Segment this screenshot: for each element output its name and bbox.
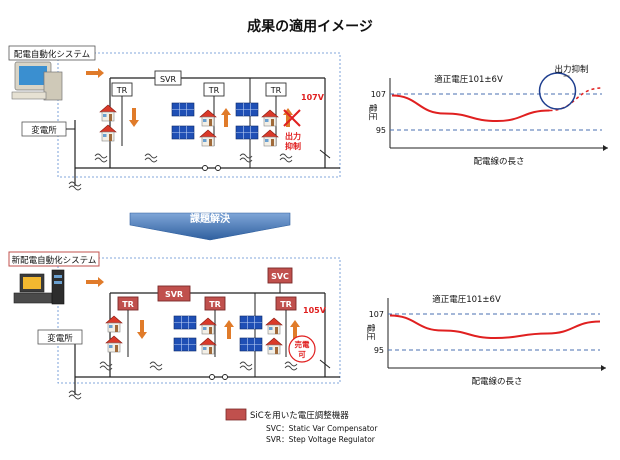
up-arrow-icon xyxy=(290,320,300,339)
top-tr-2-label: TR xyxy=(208,86,220,95)
house-icon xyxy=(199,337,217,355)
bottom-sell-label-2: 可 xyxy=(298,350,306,359)
bottom-svc-box xyxy=(267,267,293,284)
tick-label-107: 107 xyxy=(369,310,384,319)
house-icon xyxy=(265,337,283,355)
y-axis-label: 電圧 xyxy=(365,323,375,341)
control-console-icon xyxy=(13,269,65,305)
bottom-tr-2-label: TR xyxy=(209,300,221,309)
house-icon xyxy=(105,335,123,353)
legend-svc-def: SVC：Static Var Compensator xyxy=(266,424,378,433)
bottom-svr-box xyxy=(157,285,191,302)
top-tr-3-label: TR xyxy=(270,86,282,95)
top-svr-label: SVR xyxy=(160,75,177,84)
solar-panel-icon xyxy=(173,337,197,352)
switch-icon xyxy=(202,165,221,171)
solar-panel-icon xyxy=(171,125,195,140)
solution-arrow-label: 課題解決 xyxy=(190,212,231,225)
top-signal-arrow xyxy=(86,68,104,78)
insulator-icon xyxy=(94,153,108,163)
bottom-tr-1-label: TR xyxy=(122,300,134,309)
bottom-sell-label-1: 売電 xyxy=(295,339,310,349)
chart-title: 適正電圧101±6V xyxy=(434,74,503,85)
solution-arrow: 課題解決 xyxy=(129,212,291,241)
house-icon xyxy=(99,104,117,122)
switch-icon xyxy=(319,359,331,369)
top-system-label: 配電自動化システム xyxy=(14,49,90,60)
sell-ok-badge xyxy=(288,335,316,363)
tick-label-95: 95 xyxy=(376,126,386,135)
insulator-icon xyxy=(284,361,298,371)
bottom-signal-arrow xyxy=(86,277,104,287)
annotation-label: 出力抑制 xyxy=(554,64,588,75)
insulator-icon xyxy=(149,361,163,371)
y-axis-label: 電圧 xyxy=(367,103,377,121)
top-voltage-note: 107V xyxy=(301,93,325,102)
switch-icon xyxy=(319,149,331,159)
voltage-curve xyxy=(391,94,550,123)
bottom-diagram: 新配電自動化システム 変電所 SVR SVC TR TR TR xyxy=(8,251,341,400)
insulator-icon xyxy=(144,153,158,163)
house-icon xyxy=(265,317,283,335)
top-suppress-label-1: 出力 xyxy=(285,131,301,141)
top-system-box xyxy=(8,45,96,61)
top-suppress-label-2: 抑制 xyxy=(285,141,301,151)
up-arrow-icon xyxy=(221,108,231,127)
top-comm-boundary xyxy=(57,52,341,178)
bottom-comm-boundary xyxy=(57,257,341,384)
solar-panel-icon xyxy=(239,315,263,330)
top-tr-1-label: TR xyxy=(116,86,128,95)
solar-panel-icon xyxy=(173,315,197,330)
chart-title: 適正電圧101±6V xyxy=(432,294,501,305)
bottom-svr-label: SVR xyxy=(165,290,183,299)
x-axis-arrowhead-icon xyxy=(601,365,606,371)
legend-svr-def: SVR：Step Voltage Regulator xyxy=(266,435,376,444)
top-diagram: 配電自動化システム 変電所 SVR TR TR TR xyxy=(8,45,341,191)
house-icon xyxy=(105,315,123,333)
x-axis-label: 配電線の長さ xyxy=(471,376,522,387)
bottom-system-label: 新配電自動化システム xyxy=(12,255,97,266)
house-icon xyxy=(199,317,217,335)
tick-label-95: 95 xyxy=(374,346,384,355)
x-axis-arrowhead-icon xyxy=(603,145,608,151)
switch-icon xyxy=(209,374,228,380)
x-axis-label: 配電線の長さ xyxy=(473,156,524,167)
computer-icon xyxy=(11,61,63,101)
solar-panel-icon xyxy=(235,125,259,140)
bottom-system-box xyxy=(8,251,100,267)
tick-label-107: 107 xyxy=(371,90,386,99)
legend-sic-label: SiCを用いた電圧調整機器 xyxy=(250,410,349,421)
solar-panel-icon xyxy=(235,102,259,117)
solar-panel-icon xyxy=(171,102,195,117)
page-title: 成果の適用イメージ xyxy=(247,18,373,35)
bottom-substation-box xyxy=(37,329,83,345)
bottom-substation-label: 変電所 xyxy=(47,333,73,344)
legend: SiCを用いた電圧調整機器 SVC：Static Var Compensator… xyxy=(225,408,378,444)
voltage-curve xyxy=(389,314,601,340)
voltage-curve-exceed xyxy=(549,87,603,112)
house-icon xyxy=(99,124,117,142)
solar-panel-icon xyxy=(239,337,263,352)
top-svr-box xyxy=(154,70,182,86)
up-arrow-icon xyxy=(224,320,234,339)
insulator-icon xyxy=(239,361,253,371)
down-arrow-icon xyxy=(137,320,147,339)
bottom-voltage-note: 105V xyxy=(303,306,327,315)
down-arrow-icon xyxy=(129,108,139,127)
bottom-tr-3-label: TR xyxy=(280,300,292,309)
legend-sic-swatch xyxy=(225,408,247,421)
bottom-svc-label: SVC xyxy=(271,272,289,281)
insulator-icon xyxy=(279,153,293,163)
top-substation-label: 変電所 xyxy=(31,125,57,136)
cross-mark-icon xyxy=(283,109,301,127)
suppression-circle xyxy=(538,72,577,110)
